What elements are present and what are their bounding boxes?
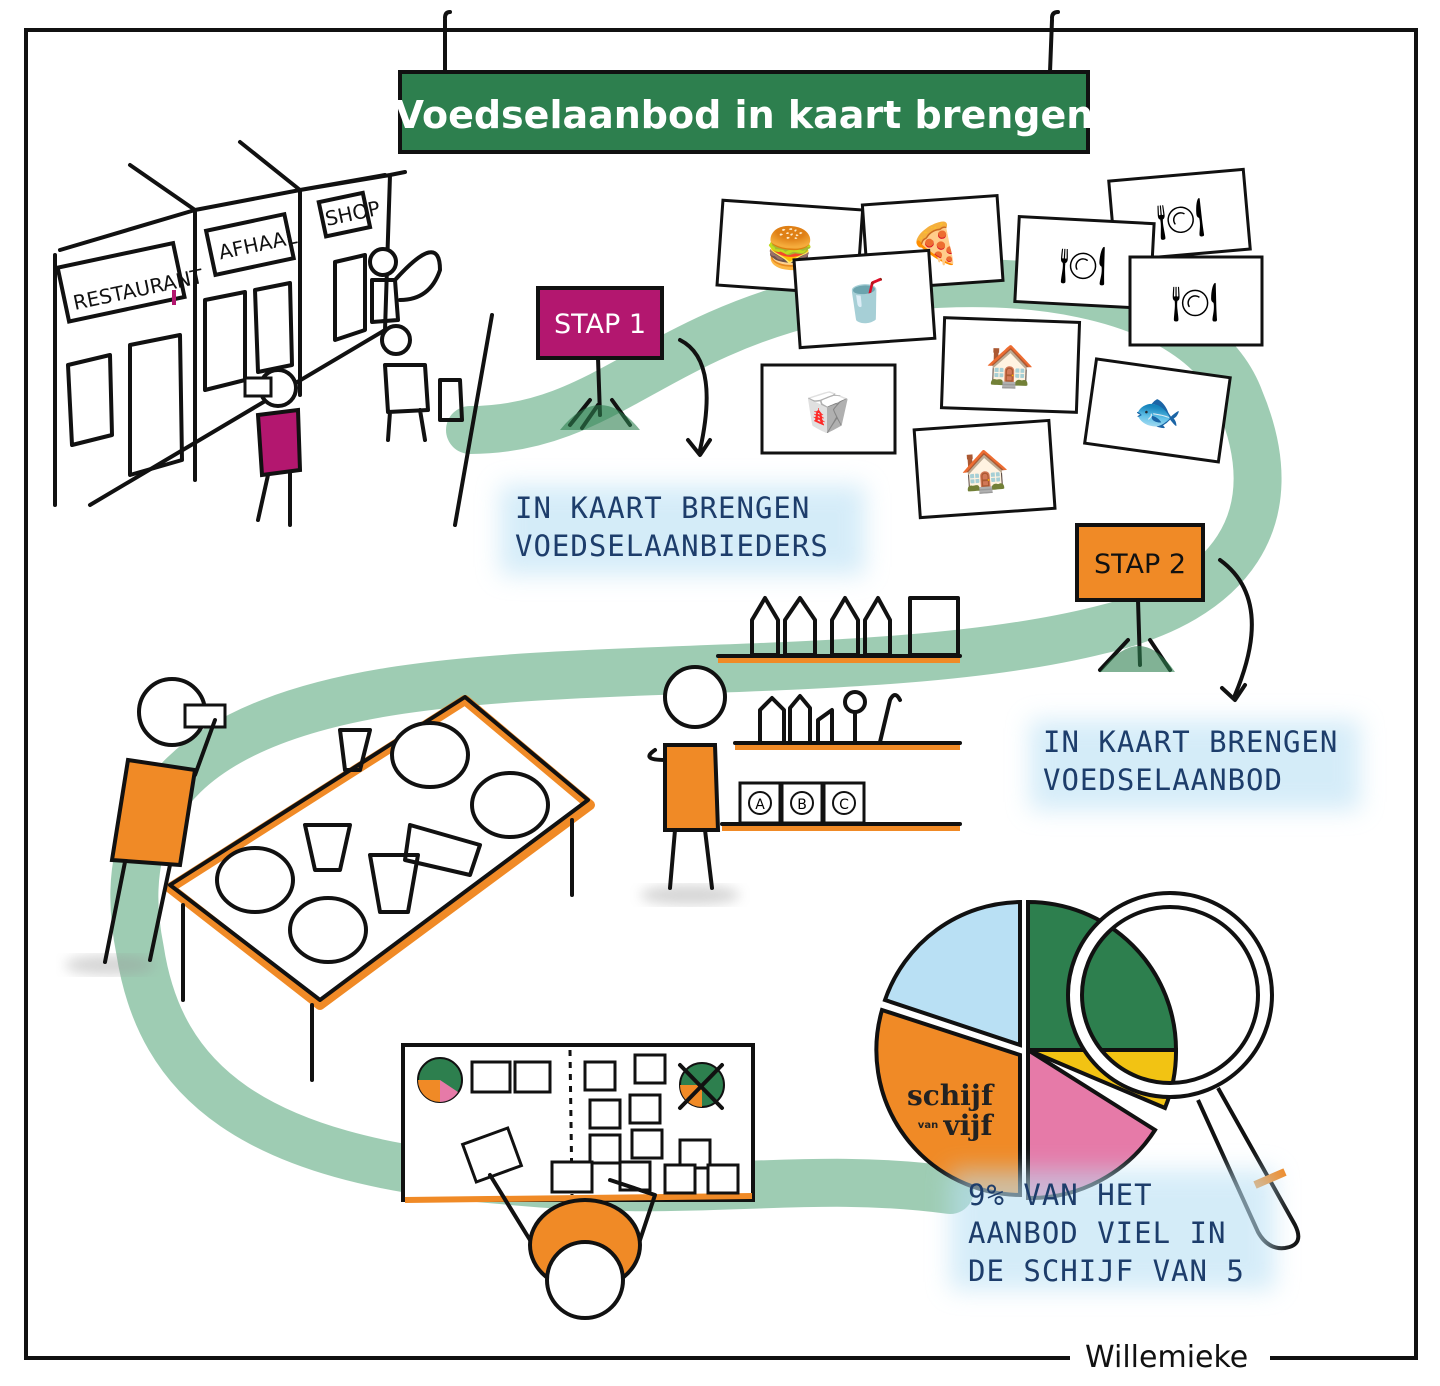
analysis-book — [401, 1043, 755, 1320]
logo-vijf: vijf — [942, 1109, 994, 1142]
result-line3: DE SCHIJF VAN 5 — [968, 1254, 1245, 1288]
svg-text:🍽: 🍽 — [1058, 242, 1108, 288]
step2-label: STAP 2 — [1094, 549, 1186, 580]
svg-text:🥤: 🥤 — [839, 276, 892, 326]
result-caption: 9% VAN HET AANBOD VIEL IN DE SCHIJF VAN … — [950, 1170, 1275, 1290]
logo-schijf: schijf — [907, 1079, 995, 1112]
signature: Willemieke — [1070, 1340, 1332, 1380]
food-table — [65, 677, 595, 1082]
store-shelves: A B C — [640, 596, 962, 905]
step1-sign: STAP 1 — [536, 286, 712, 457]
step2-caption-line1: IN KAART BRENGEN — [1043, 725, 1338, 759]
step1-label: STAP 1 — [554, 309, 646, 340]
snack-c: C — [839, 797, 849, 813]
svg-text:🥡: 🥡 — [804, 390, 851, 435]
shop-street: RESTAURANT AFHAAL SHOP — [53, 140, 494, 527]
snack-b: B — [797, 797, 807, 813]
step1-caption: IN KAART BRENGEN VOEDSELAANBIEDERS — [500, 485, 865, 575]
step2-sign: STAP 2 — [1075, 523, 1254, 702]
result-line1: 9% VAN HET — [968, 1178, 1153, 1212]
svg-text:🍽: 🍽 — [1154, 195, 1206, 243]
svg-text:🏠: 🏠 — [984, 343, 1035, 391]
title-banner: Voedselaanbod in kaart brengen — [395, 10, 1094, 154]
logo-van: van — [918, 1120, 938, 1131]
frame-border — [24, 28, 1418, 1360]
svg-text:🍽: 🍽 — [1171, 280, 1219, 324]
page-title: Voedselaanbod in kaart brengen — [395, 93, 1094, 137]
step2-caption: IN KAART BRENGEN VOEDSELAANBOD — [1030, 720, 1360, 810]
svg-text:🐟: 🐟 — [1131, 387, 1184, 437]
step2-caption-line2: VOEDSELAANBOD — [1043, 763, 1283, 797]
step1-caption-line2: VOEDSELAANBIEDERS — [515, 529, 829, 563]
signature-text: Willemieke — [1085, 1340, 1248, 1375]
snack-a: A — [755, 797, 765, 813]
svg-text:🏠: 🏠 — [959, 447, 1012, 496]
provider-cards: 🍔 🍕 🥤 🍽 🍽 🍽 🏠 🥡 🐟 🏠 — [715, 167, 1264, 520]
result-line2: AANBOD VIEL IN — [968, 1216, 1226, 1250]
schijf-van-vijf-pie: schijf van vijf — [874, 891, 1301, 1251]
step1-caption-line1: IN KAART BRENGEN — [515, 491, 810, 525]
snack-bags: A B C — [738, 781, 866, 825]
